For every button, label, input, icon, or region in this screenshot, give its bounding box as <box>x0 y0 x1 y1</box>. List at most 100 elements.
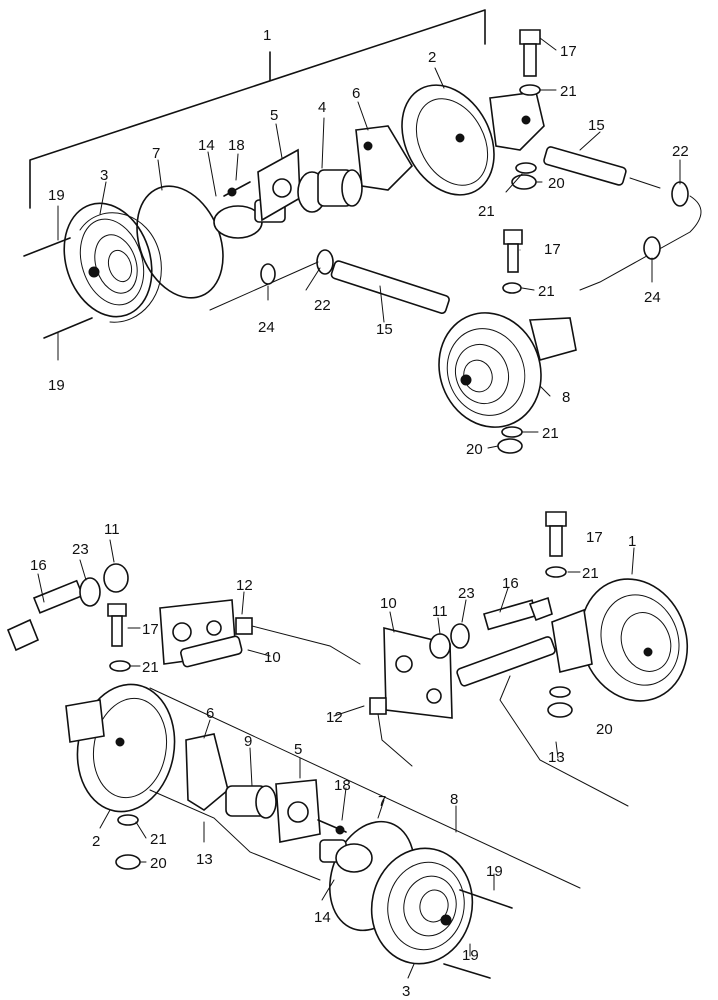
callout-b16-left: 16 <box>30 557 47 574</box>
callout-b18: 18 <box>334 777 351 794</box>
nut-20-bottom <box>497 438 523 454</box>
callout-5: 5 <box>270 107 278 124</box>
callout-b20-right: 20 <box>596 721 613 738</box>
screw-18 <box>223 181 251 197</box>
washer-23-left <box>79 577 101 607</box>
callout-b14: 14 <box>314 909 331 926</box>
screw-19-b <box>43 317 93 339</box>
callout-21-a: 21 <box>560 83 577 100</box>
callout-b20-left: 20 <box>150 855 167 872</box>
callout-b10-left: 10 <box>264 649 281 666</box>
bolt-17-upper <box>519 29 541 77</box>
callout-8: 8 <box>562 389 570 406</box>
callout-22-upper: 22 <box>672 143 689 160</box>
stay-6-lower <box>185 733 229 811</box>
callout-6: 6 <box>352 85 360 102</box>
callout-b19-b: 19 <box>462 947 479 964</box>
screw-19-c <box>459 889 513 909</box>
callout-b23-right: 23 <box>458 585 475 602</box>
callout-17-mid: 17 <box>544 241 561 258</box>
stem-15-lower <box>209 249 450 314</box>
callout-18: 18 <box>228 137 245 154</box>
callout-14: 14 <box>198 137 215 154</box>
bolt-16-left <box>6 579 84 652</box>
callout-b16-right: 16 <box>502 575 519 592</box>
callout-15-lower: 15 <box>376 321 393 338</box>
callout-b17-left: 17 <box>142 621 159 638</box>
bolt-17-right <box>545 511 567 557</box>
stem-15-upper <box>543 146 661 189</box>
callout-1: 1 <box>263 27 271 44</box>
washer-11-right <box>429 633 451 659</box>
washer-21-mid <box>515 162 537 174</box>
lens-3-lower <box>370 847 474 965</box>
bolt-17-left <box>107 603 127 647</box>
callout-17-upper: 17 <box>560 43 577 60</box>
washer-22-upper <box>671 181 689 207</box>
bolt-17-mid <box>503 229 523 273</box>
screw-19-a <box>23 237 71 257</box>
grommet-24-upper <box>643 236 661 260</box>
callout-b21-b: 21 <box>582 565 599 582</box>
callout-20-lower: 20 <box>466 441 483 458</box>
callout-b2: 2 <box>92 833 100 850</box>
washer-11-left <box>103 563 129 593</box>
washer-23-right <box>450 623 470 649</box>
callout-19-b: 19 <box>48 377 65 394</box>
callout-7: 7 <box>152 145 160 162</box>
lens-3 <box>63 202 162 323</box>
callout-19-a: 19 <box>48 187 65 204</box>
callout-labels-top: 1 2 3 4 5 6 7 8 14 15 15 17 17 18 19 19 … <box>48 27 689 458</box>
nut-20-right <box>547 702 573 718</box>
nut-20-lower-left <box>115 854 141 870</box>
callout-b11-right: 11 <box>432 603 448 620</box>
screw-19-d <box>443 963 491 979</box>
stem-right <box>456 636 556 687</box>
socket-4 <box>297 169 363 213</box>
callout-4: 4 <box>318 99 326 116</box>
callout-b23-left: 23 <box>72 541 89 558</box>
callout-b1: 1 <box>628 533 636 550</box>
washer-21-right-upper <box>545 566 567 578</box>
callout-b12-right: 12 <box>326 709 343 726</box>
callout-b21-a: 21 <box>142 659 159 676</box>
callout-20-upper: 20 <box>548 175 565 192</box>
washer-21-bottom <box>501 426 523 438</box>
bolt-16-right <box>483 596 553 631</box>
callout-3: 3 <box>100 167 108 184</box>
callout-b3: 3 <box>402 983 410 1000</box>
washer-21-upper <box>519 84 541 96</box>
callout-b7: 7 <box>378 793 386 810</box>
callout-21-b: 21 <box>478 203 495 220</box>
callout-b8: 8 <box>450 791 458 808</box>
callout-b19-a: 19 <box>486 863 503 880</box>
leader-lines-bottom <box>37 539 635 979</box>
clamp-12-left <box>235 617 361 665</box>
callout-b21-c: 21 <box>150 831 167 848</box>
assembly-bracket <box>29 9 486 209</box>
callout-b13-right: 13 <box>548 749 565 766</box>
clamp-12-right <box>369 697 413 767</box>
wire-13-right <box>499 675 629 807</box>
callout-21-d: 21 <box>542 425 559 442</box>
washer-21-right-lower <box>549 686 571 698</box>
callout-2: 2 <box>428 49 436 66</box>
wire-upper <box>579 195 702 291</box>
screw-18-lower <box>317 819 347 835</box>
housing-1-right <box>551 578 689 702</box>
callout-21-c: 21 <box>538 283 555 300</box>
washer-21-lower-left <box>117 814 139 826</box>
top-assembly <box>23 9 702 454</box>
callout-b17-right: 17 <box>586 529 603 546</box>
callout-b9: 9 <box>244 733 252 750</box>
bulb-14-lower <box>319 839 373 873</box>
washer-21-lower <box>502 282 522 294</box>
callout-24-b: 24 <box>644 289 661 306</box>
nut-20-upper <box>511 174 537 190</box>
stem-left <box>180 635 243 668</box>
socket-9 <box>225 785 277 819</box>
callout-b6: 6 <box>206 705 214 722</box>
assembly-8 <box>438 312 577 428</box>
assembly-bracket-8 <box>149 687 581 889</box>
